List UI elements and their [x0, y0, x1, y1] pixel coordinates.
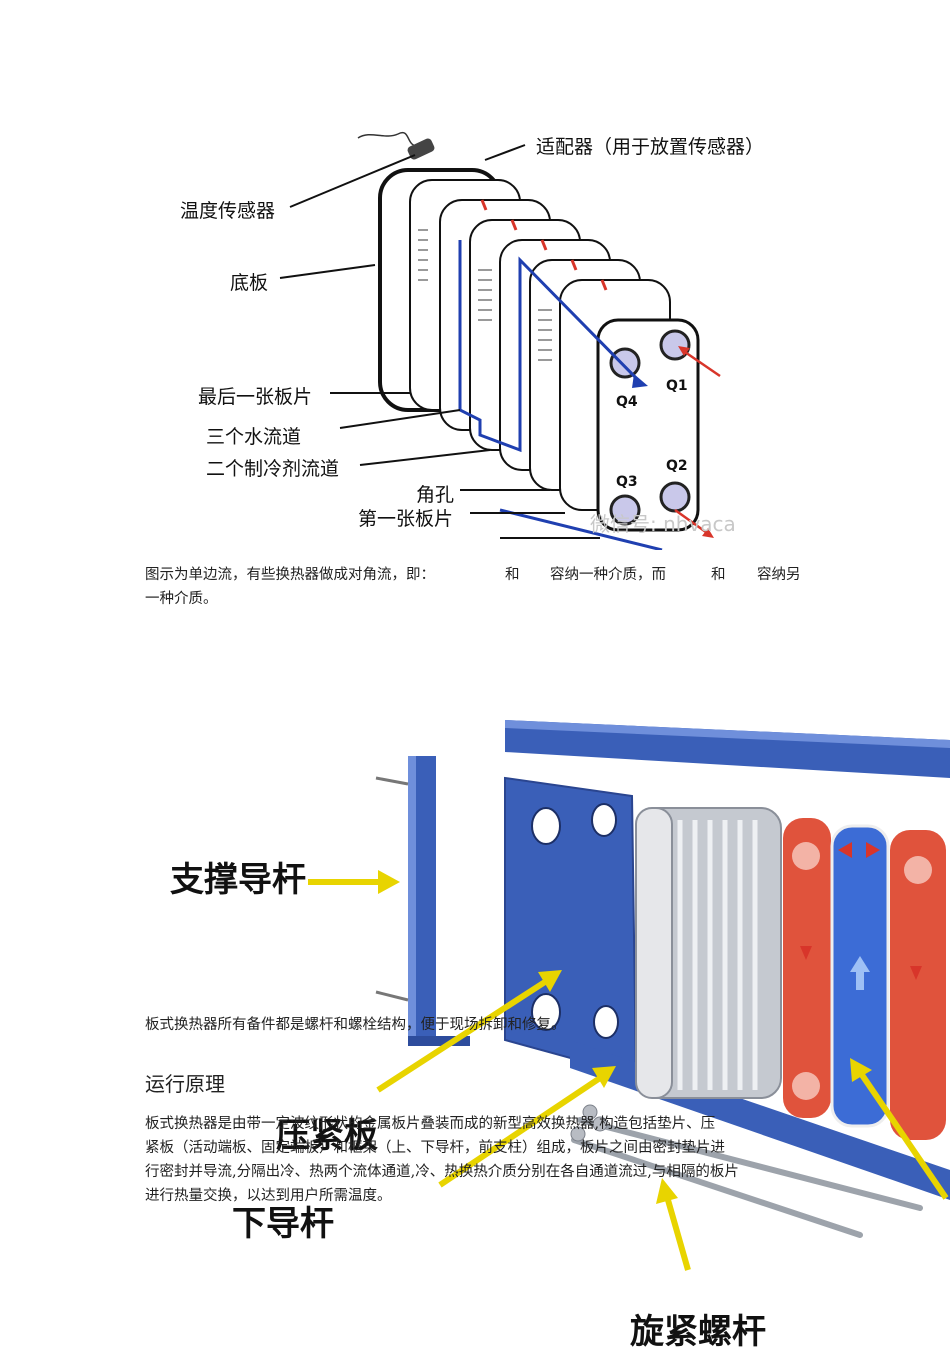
port-q4	[609, 347, 641, 379]
leader-lines	[279, 144, 600, 539]
label-base-plate: 底板	[230, 272, 269, 294]
principle-line-3: 行密封并导流,分隔出冷、热两个流体通道,冷、热换热介质分别在各自通道流过,与相隔…	[145, 1164, 739, 1180]
port-q2	[659, 481, 691, 513]
port-label-q2: Q2	[666, 458, 688, 474]
red-flow-out-head	[702, 528, 714, 538]
caption: 图示为单边流，有些换热器做成对角流，即： 和 容纳一种介质，而 和 容纳另 一种…	[145, 563, 825, 611]
port-label-q3: Q3	[616, 474, 638, 490]
red-flow-in	[681, 348, 721, 378]
blue-flow-bottom	[499, 508, 663, 550]
label-last-plate: 最后一张板片	[198, 386, 313, 408]
label-tightening-bolt: 旋紧螺杆	[630, 1312, 766, 1352]
label-support-rod: 支撑导杆	[170, 860, 306, 900]
diagram-plate-frame-exchanger: 支撑导杆 压紧板 下导杆 旋紧螺杆	[0, 700, 950, 1352]
caption-and-2: 和	[711, 567, 726, 583]
caption-and-1: 和	[505, 567, 520, 583]
sensor-wire	[357, 131, 417, 147]
tightening-bolts	[571, 1117, 923, 1238]
red-flow-out	[674, 508, 711, 537]
brazed-exchanger-illustration	[279, 131, 721, 550]
label-lower-rod: 下导杆	[232, 1204, 334, 1244]
label-corner-hole: 角孔	[416, 484, 455, 506]
label-water-channels: 三个水流道	[206, 426, 302, 448]
diagram-brazed-heat-exchanger: 适配器（用于放置传感器） 温度传感器 底板 最后一张板片 三个水流道 二个制冷剂…	[170, 120, 810, 550]
principle-line-2: 紧板（活动端板、固定端板）和框架（上、下导杆，前支柱）组成，板片之间由密封垫片进	[145, 1140, 725, 1156]
caption-line-1: 图示为单边流，有些换热器做成对角流，即： 和 容纳一种介质，而 和 容纳另	[145, 563, 825, 587]
port-label-q4: Q4	[616, 394, 638, 410]
caption-part1: 图示为单边流，有些换热器做成对角流，即：	[145, 567, 435, 583]
caption-contain-1: 容纳一种介质，而	[550, 567, 666, 583]
watermark: 微信号: nhvaca	[590, 512, 736, 536]
caption-line-2: 一种介质。	[145, 591, 218, 607]
blue-flow-arrowhead-top	[632, 374, 648, 388]
label-refrigerant-channels: 二个制冷剂流道	[206, 458, 340, 480]
plate-frame-illustration	[308, 720, 950, 1271]
hot-flow-arrows	[800, 842, 922, 980]
label-adapter: 适配器（用于放置传感器）	[536, 136, 765, 158]
section-heading: 运行原理	[145, 1072, 225, 1096]
red-flow-in-head	[678, 346, 690, 356]
label-first-plate: 第一张板片	[358, 508, 454, 530]
bolt-note: 板式换热器所有备件都是螺杆和螺栓结构，便于现场拆卸和修复。	[145, 1017, 566, 1033]
yellow-pointer-arrows	[308, 870, 949, 1271]
hot-plate	[783, 818, 831, 1118]
plate-corrugation	[418, 229, 552, 361]
principle-line-1: 板式换热器是由带一定波纹形状的金属板片叠装而成的新型高效换热器,构造包括垫片、压	[145, 1116, 716, 1132]
plate-pack-ridges	[677, 820, 758, 1090]
top-guide-bar	[505, 720, 950, 778]
label-temperature-sensor: 温度传感器	[180, 200, 276, 222]
port-label-q1: Q1	[666, 378, 688, 394]
press-plate-holes	[531, 803, 619, 1039]
hot-plate-2	[890, 830, 946, 1140]
support-rod-bolts	[375, 776, 409, 1002]
principle-line-4: 进行热量交换，以达到用户所需温度。	[145, 1188, 392, 1204]
red-flow-marks	[480, 199, 608, 291]
principle-paragraph: 板式换热器是由带一定波纹形状的金属板片叠装而成的新型高效换热器,构造包括垫片、压…	[145, 1112, 815, 1208]
caption-contain-2: 容纳另	[757, 567, 801, 583]
port-q3	[609, 494, 641, 526]
label-press-plate: 压紧板	[276, 1116, 378, 1156]
